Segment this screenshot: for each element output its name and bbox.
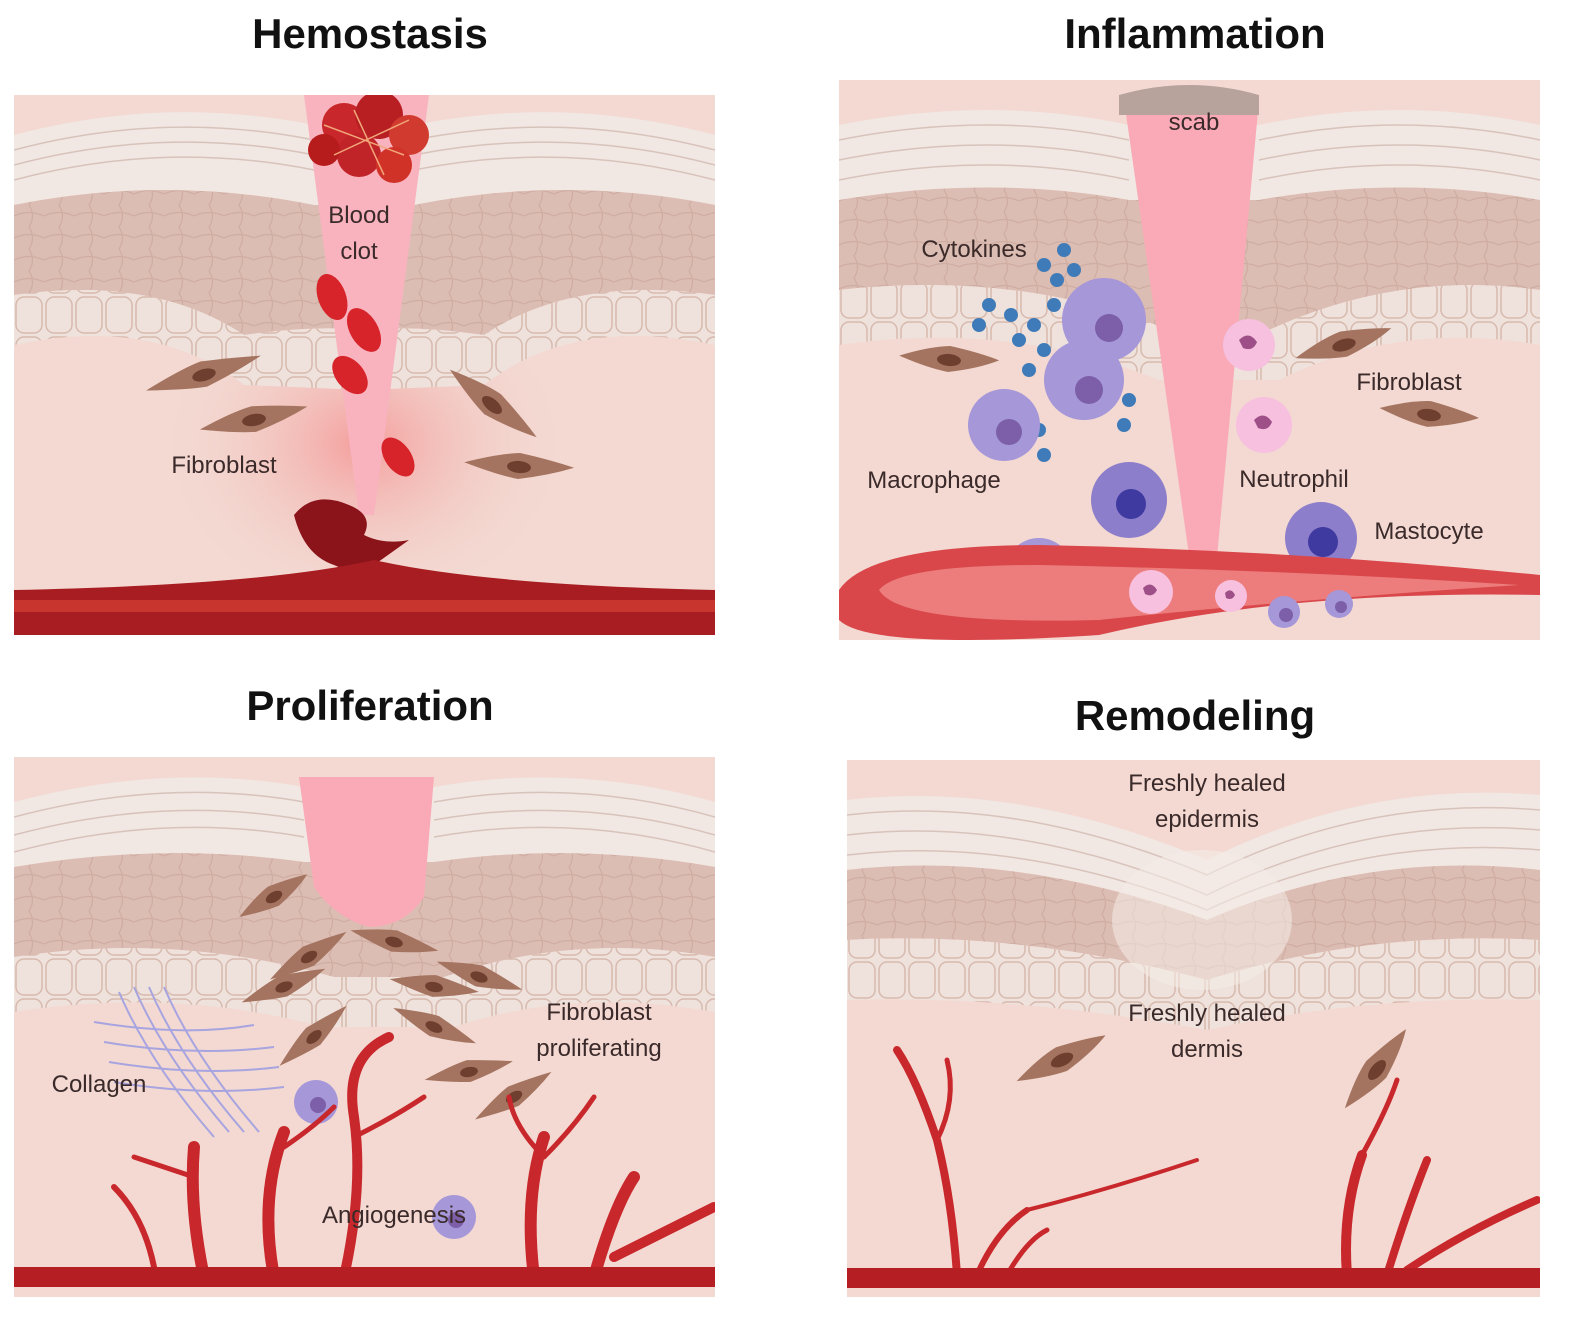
label-fibroblast-proliferating-1: Fibroblast bbox=[546, 999, 652, 1026]
fibroblasts bbox=[899, 328, 1480, 427]
label-healed-dermis-1: Freshly healed bbox=[1128, 1000, 1286, 1027]
label-fibroblast: Fibroblast bbox=[171, 452, 277, 479]
inflammation-illustration bbox=[839, 80, 1540, 640]
scab bbox=[1119, 85, 1259, 115]
neutrophils bbox=[1223, 319, 1292, 453]
inflammation-panel: scab Cytokines Fibroblast Macrophage Neu… bbox=[839, 80, 1540, 640]
label-blood-clot: Blood bbox=[328, 202, 390, 229]
label-collagen: Collagen bbox=[51, 1071, 147, 1098]
label-macrophage: Macrophage bbox=[867, 467, 1001, 494]
collagen-fibers bbox=[93, 986, 285, 1138]
label-cytokines: Cytokines bbox=[921, 236, 1027, 263]
label-healed-epidermis-2: epidermis bbox=[1154, 806, 1260, 833]
label-clot: clot bbox=[340, 238, 378, 265]
blood-vessel bbox=[847, 1268, 1540, 1288]
remodeling-panel: Freshly healed epidermis Freshly healed … bbox=[847, 760, 1540, 1297]
label-fibroblast: Fibroblast bbox=[1356, 369, 1462, 396]
label-neutrophil: Neutrophil bbox=[1239, 466, 1349, 493]
blood-vessel bbox=[14, 1267, 715, 1287]
blood-vessel bbox=[14, 560, 715, 635]
red-blood-cells bbox=[316, 273, 415, 477]
hemostasis-illustration bbox=[14, 95, 715, 635]
proliferation-title: Proliferation bbox=[246, 682, 494, 729]
remodeling-illustration bbox=[847, 760, 1540, 1297]
proliferation-panel: Fibroblast proliferating Collagen Angiog… bbox=[14, 757, 715, 1297]
circulating-cells bbox=[1129, 570, 1353, 628]
label-healed-dermis-2: dermis bbox=[1170, 1036, 1243, 1063]
fibroblasts bbox=[1016, 1029, 1407, 1109]
proliferation-illustration bbox=[14, 757, 715, 1297]
fibroblasts bbox=[146, 355, 575, 479]
angiogenesis-vessels bbox=[111, 1032, 715, 1283]
blood-vessels bbox=[893, 1046, 1540, 1280]
label-angiogenesis: Angiogenesis bbox=[321, 1202, 467, 1229]
proliferating-fibroblasts bbox=[239, 874, 552, 1120]
blood-splash bbox=[294, 499, 409, 570]
label-fibroblast-proliferating-2: proliferating bbox=[536, 1035, 662, 1062]
label-healed-epidermis-1: Freshly healed bbox=[1128, 770, 1286, 797]
blood-clot bbox=[308, 95, 429, 183]
label-scab: scab bbox=[1168, 109, 1220, 136]
inflammation-title: Inflammation bbox=[1064, 10, 1326, 57]
hemostasis-panel: Blood clot Fibroblast bbox=[14, 95, 715, 635]
hemostasis-title: Hemostasis bbox=[252, 10, 488, 57]
remodeling-title: Remodeling bbox=[1074, 692, 1316, 739]
label-mastocyte: Mastocyte bbox=[1374, 518, 1484, 545]
